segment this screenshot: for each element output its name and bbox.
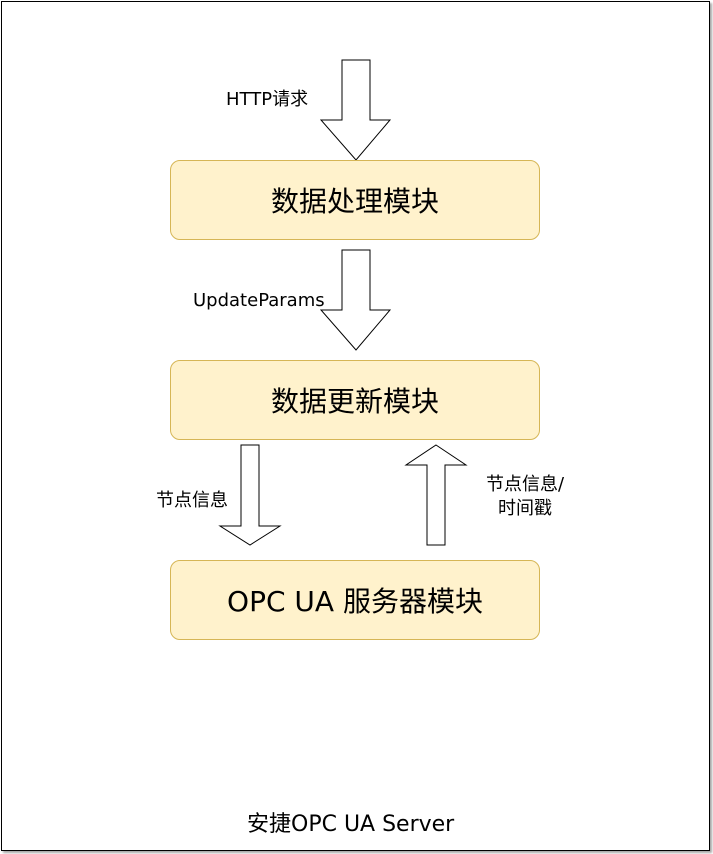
data-processing-module-box: 数据处理模块	[170, 160, 540, 240]
diagram-footer-title: 安捷OPC UA Server	[247, 812, 455, 837]
box-label: 数据处理模块	[270, 185, 439, 218]
box-label: OPC UA 服务器模块	[227, 585, 483, 618]
arrow-update-params	[319, 249, 392, 351]
opcua-server-module-box: OPC UA 服务器模块	[170, 560, 540, 640]
edge-label-update-params: UpdateParams	[193, 290, 325, 311]
data-update-module-box: 数据更新模块	[170, 360, 540, 440]
edge-label-line: 节点信息/	[486, 474, 565, 495]
edge-label-line: 时间戳	[498, 498, 553, 519]
box-label: 数据更新模块	[270, 385, 439, 418]
arrow-node-info	[218, 444, 282, 546]
edge-label-node-info: 节点信息	[156, 490, 228, 511]
edge-label-node-info-timestamp: 节点信息/ 时间戳	[486, 473, 564, 521]
edge-label-http-request: HTTP请求	[226, 89, 309, 110]
arrow-node-info-timestamp	[404, 444, 468, 546]
arrow-http-request	[319, 59, 392, 161]
